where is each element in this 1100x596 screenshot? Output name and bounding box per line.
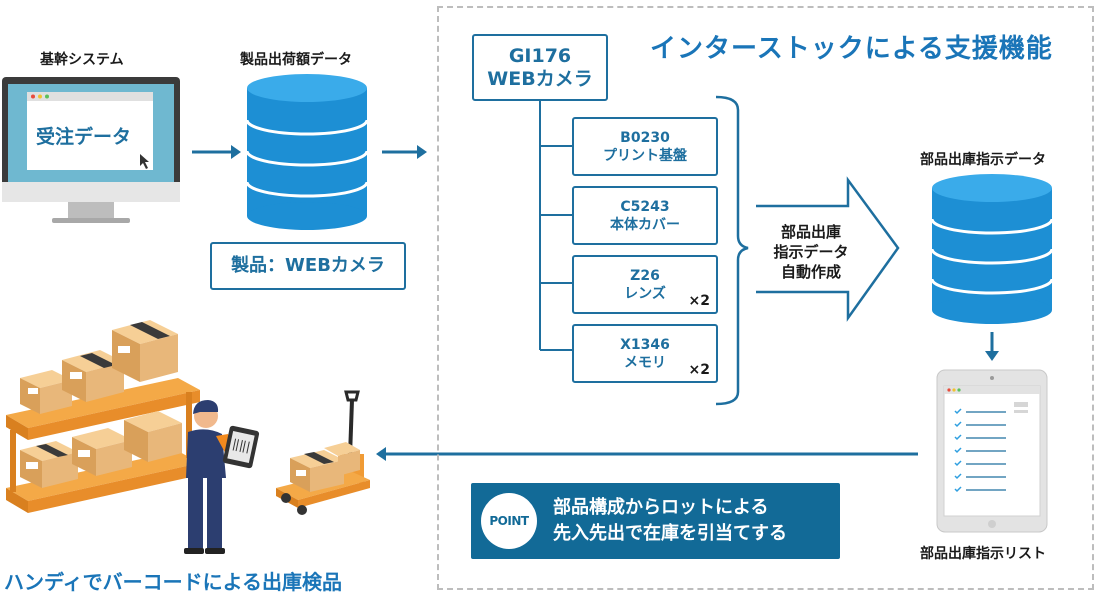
part-box-c5243: C5243 本体カバー <box>572 186 718 245</box>
arrow-db-to-tablet <box>985 332 999 361</box>
parts-tree-lines <box>539 101 572 351</box>
part-box-b0230: B0230 プリント基盤 <box>572 117 718 176</box>
part-quantity: ×2 <box>688 362 710 378</box>
instruction-list-label: 部品出庫指示リスト <box>920 546 1046 562</box>
auto-create-label: 部品出庫 指示データ 自動作成 <box>766 222 856 282</box>
database-icon-shipment <box>245 74 369 230</box>
worker-illustration <box>184 400 260 554</box>
part-name: レンズ <box>624 286 666 302</box>
part-box-z26: Z26 レンズ ×2 <box>572 255 718 314</box>
panel-title: インターストックによる支援機能 <box>650 34 1053 64</box>
point-text: 部品構成からロットによる 先入先出で在庫を引当てする <box>553 495 787 547</box>
auto-create-arrow <box>756 176 900 322</box>
arrow-list-to-warehouse <box>376 447 918 461</box>
auto-create-line: 指示データ <box>773 243 849 261</box>
part-code: Z26 <box>630 268 660 284</box>
pallet-jack-illustration <box>276 390 370 515</box>
auto-create-line: 部品出庫 <box>780 223 841 241</box>
auto-create-line: 自動作成 <box>780 263 841 281</box>
part-code: C5243 <box>620 199 670 215</box>
point-callout: POINT 部品構成からロットによる 先入先出で在庫を引当てする <box>471 483 840 559</box>
part-code: X1346 <box>620 337 670 353</box>
arrow-system-to-db <box>192 145 241 159</box>
camera-name: WEBカメラ <box>487 68 593 90</box>
point-line: 先入先出で在庫を引当てする <box>553 523 787 544</box>
part-name: メモリ <box>624 355 666 371</box>
shipment-data-label: 製品出荷額データ <box>240 52 352 68</box>
point-badge: POINT <box>481 493 537 549</box>
database-icon-instruction <box>930 174 1054 324</box>
point-line: 部品構成からロットによる <box>553 497 769 518</box>
part-name: プリント基盤 <box>603 148 687 164</box>
monitor-icon <box>2 77 180 223</box>
part-quantity: ×2 <box>688 293 710 309</box>
part-box-x1346: X1346 メモリ ×2 <box>572 324 718 383</box>
part-name: 本体カバー <box>610 217 680 233</box>
product-label-box: 製品：WEBカメラ <box>210 242 406 290</box>
instruction-data-label: 部品出庫指示データ <box>920 152 1046 168</box>
camera-code: GI176 <box>508 45 572 67</box>
part-code: B0230 <box>620 130 670 146</box>
order-data-screen-text: 受注データ <box>36 126 132 148</box>
support-functions-panel <box>437 6 1094 590</box>
arrow-db-to-panel <box>382 145 427 159</box>
product-camera-box: GI176 WEBカメラ <box>472 34 608 101</box>
barcode-inspection-title: ハンディでバーコードによる出庫検品 <box>4 570 342 594</box>
tablet-icon <box>936 369 1048 533</box>
warehouse-shelves-illustration <box>6 320 200 513</box>
parts-bracket <box>715 95 749 406</box>
system-label: 基幹システム <box>40 52 124 68</box>
